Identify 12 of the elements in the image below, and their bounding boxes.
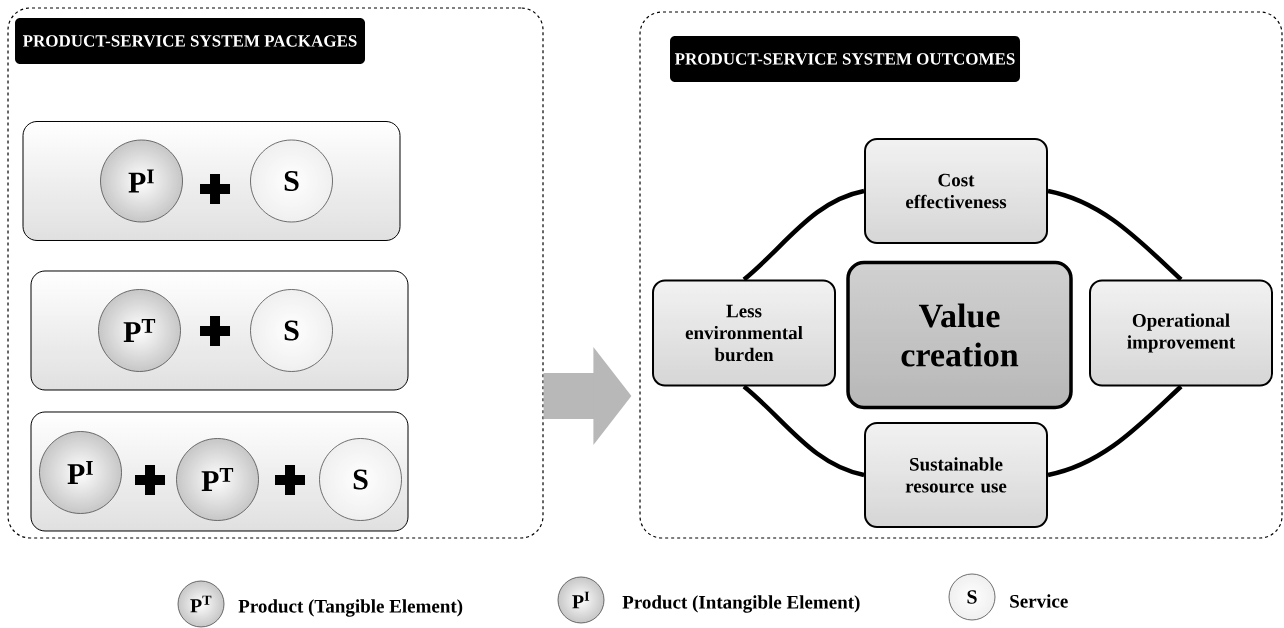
ring-line: [742, 384, 865, 478]
ring-line: [1047, 188, 1183, 282]
rounded-box: Less environmental burden: [652, 279, 836, 387]
ring-line: [742, 188, 865, 282]
legend-label: Product (Intangible Element): [622, 595, 860, 613]
ring-line: [1047, 384, 1183, 478]
rounded-box: Operational improvement: [1089, 279, 1273, 387]
rounded-box: Sustainable resource use: [864, 422, 1048, 528]
rounded-box: Cost effectiveness: [864, 138, 1048, 244]
rounded-box: Value creation: [846, 260, 1073, 410]
legend-label: Service: [1010, 594, 1068, 608]
legend-label: Product (Tangible Element): [238, 599, 463, 617]
